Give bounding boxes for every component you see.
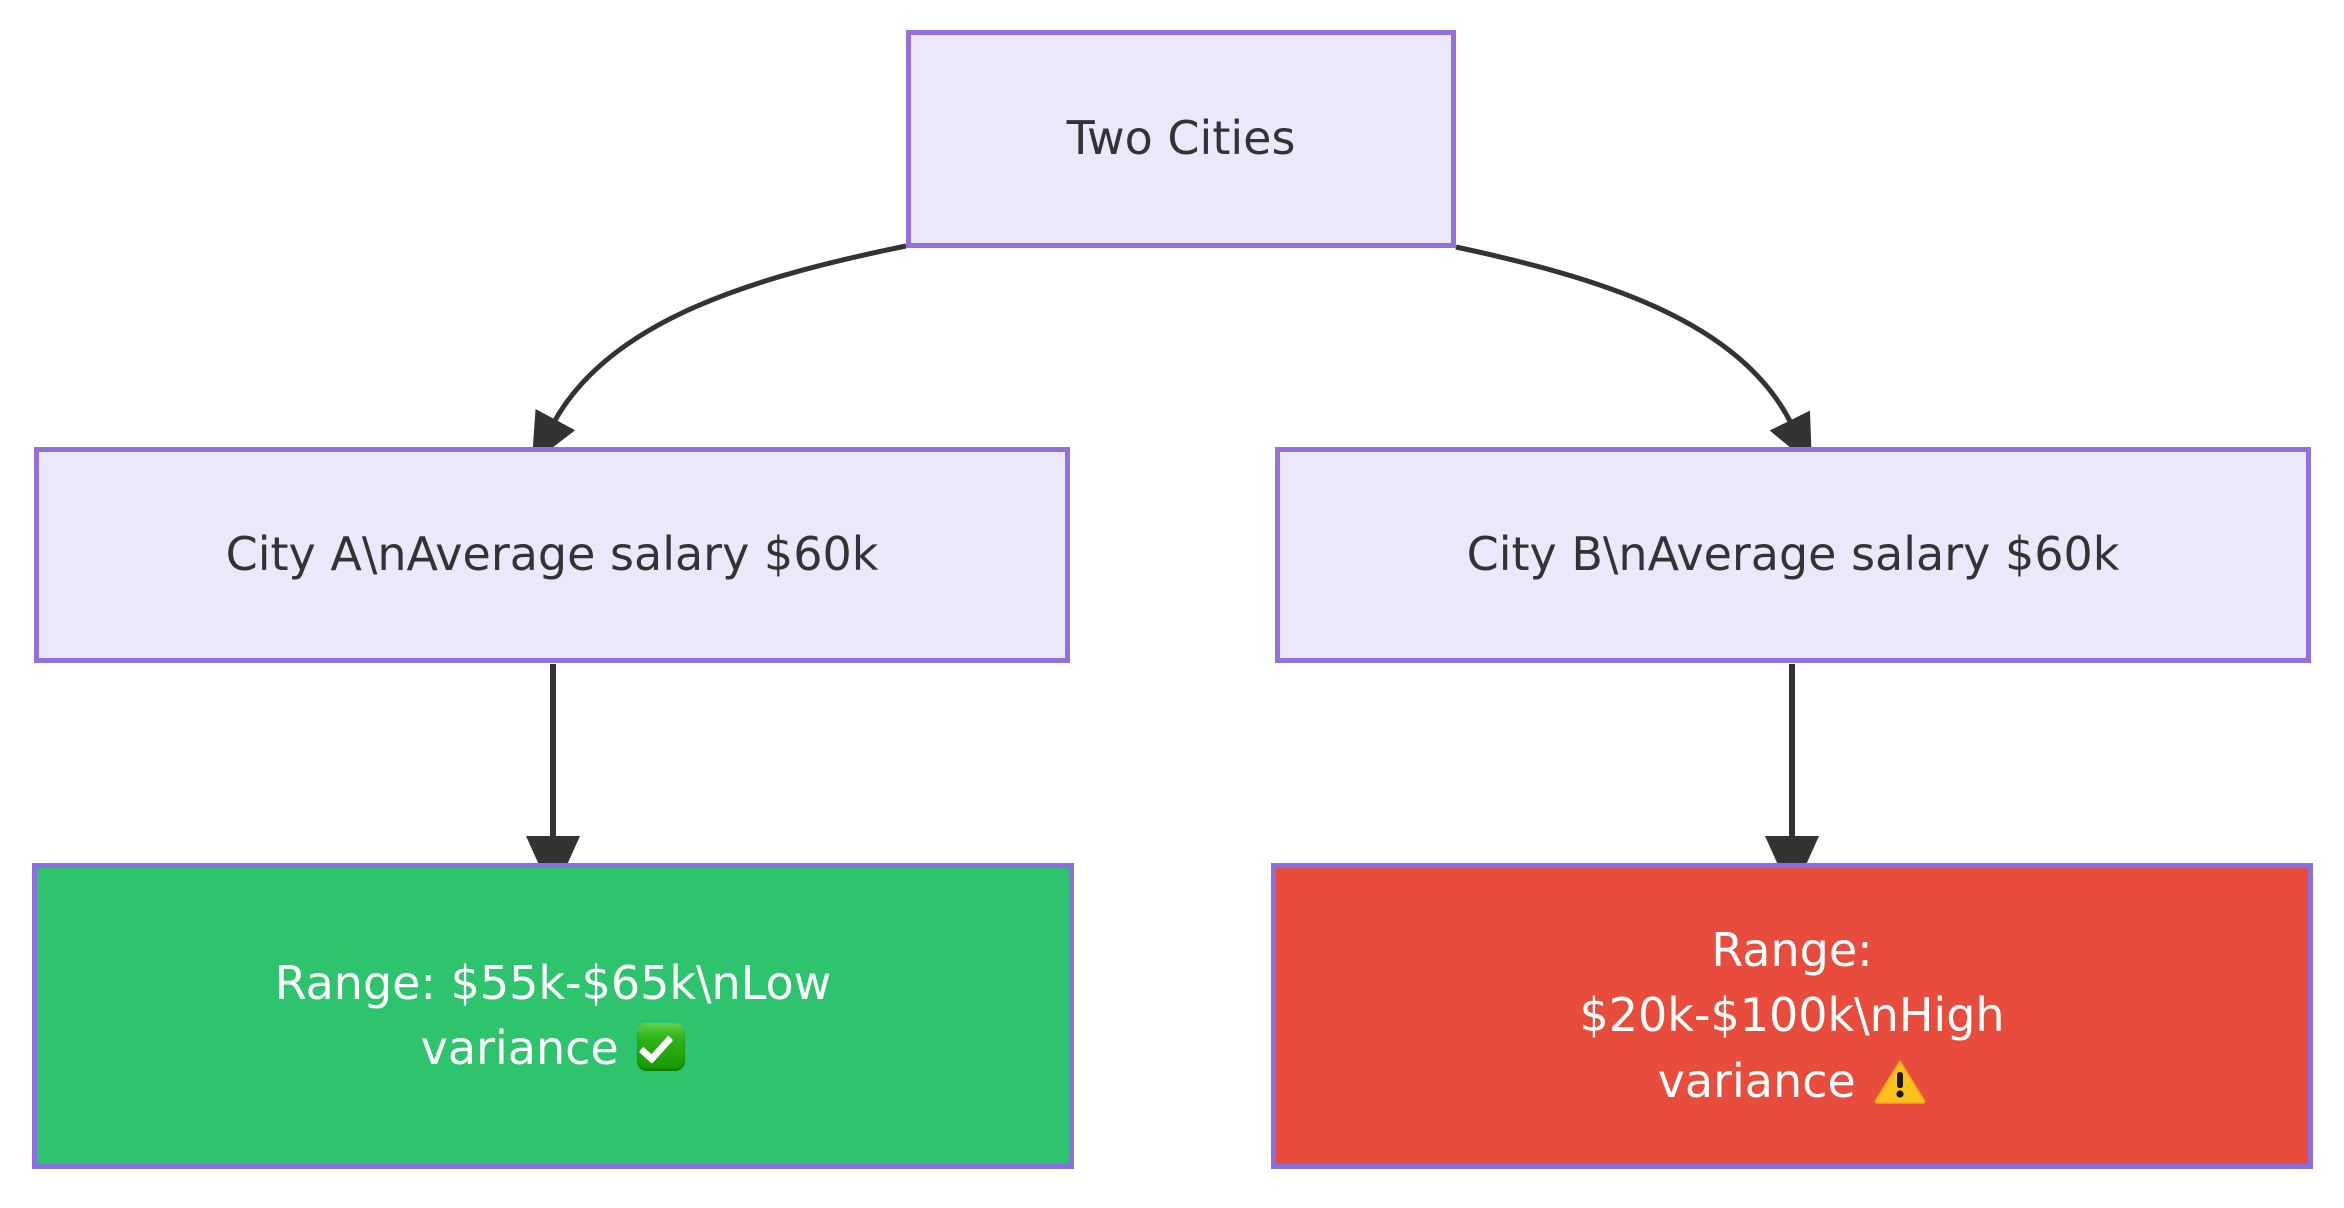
node-two-cities-label: Two Cities xyxy=(1066,111,1296,166)
node-city-b[interactable]: City B\nAverage salary $60k xyxy=(1275,447,2311,663)
node-high-variance[interactable]: Range: $20k-$100k\nHigh variance xyxy=(1271,863,2313,1169)
warning-sign-icon xyxy=(1874,1056,1926,1104)
node-city-a[interactable]: City A\nAverage salary $60k xyxy=(34,447,1070,663)
node-low-variance-label: Range: $55k-$65k\nLow variance xyxy=(253,951,853,1082)
node-city-b-label: City B\nAverage salary $60k xyxy=(1466,527,2120,582)
node-low-variance-text: Range: $55k-$65k\nLow variance xyxy=(274,955,832,1075)
node-high-variance-label: Range: $20k-$100k\nHigh variance xyxy=(1492,918,2092,1114)
node-two-cities[interactable]: Two Cities xyxy=(906,30,1456,248)
white-check-mark-icon xyxy=(637,1023,686,1072)
node-city-a-label: City A\nAverage salary $60k xyxy=(225,527,879,582)
edge-root-to-city-a xyxy=(531,243,907,464)
edge-root-to-city-b xyxy=(1455,244,1813,466)
node-high-variance-text: Range: $20k-$100k\nHigh variance xyxy=(1579,923,2005,1108)
node-low-variance[interactable]: Range: $55k-$65k\nLow variance xyxy=(32,863,1074,1169)
